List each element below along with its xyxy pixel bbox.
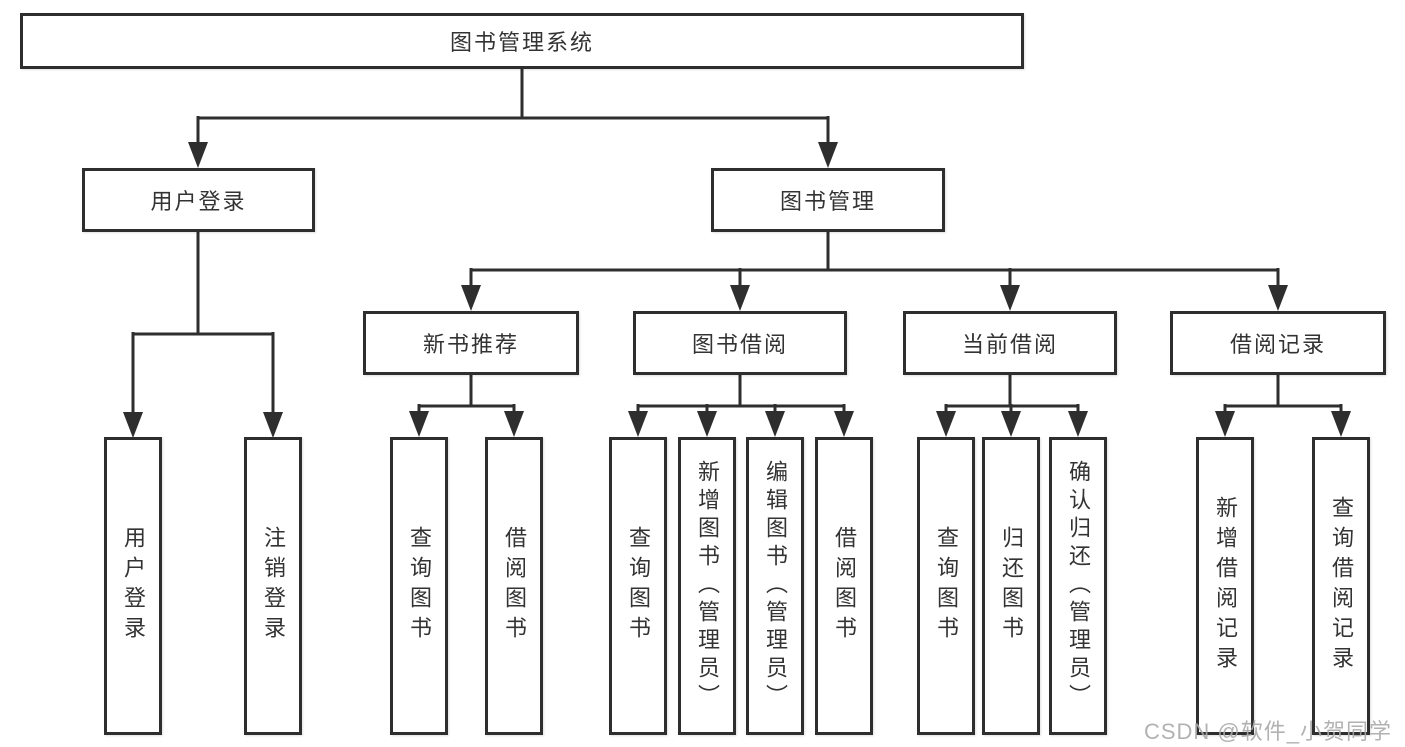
leaf-user-login: 用户登录 xyxy=(104,437,162,735)
leaf-borrow-books-label: 借阅图书 xyxy=(832,526,857,646)
node-root: 图书管理系统 xyxy=(20,13,1024,69)
leaf-borrow-books: 借阅图书 xyxy=(815,437,873,735)
leaf-return-books: 归还图书 xyxy=(982,437,1040,735)
node-book-borrowing-label: 图书借阅 xyxy=(691,332,788,357)
node-book-borrowing: 图书借阅 xyxy=(633,311,847,375)
leaf-recommend-borrow-books: 借阅图书 xyxy=(485,437,543,735)
leaf-logout: 注销登录 xyxy=(244,437,302,735)
leaf-return-books-label: 归还图书 xyxy=(999,526,1024,646)
leaf-recommend-query-books: 查询图书 xyxy=(390,437,448,735)
node-new-book-recommend-label: 新书推荐 xyxy=(422,332,519,357)
node-new-book-recommend: 新书推荐 xyxy=(363,311,579,375)
node-borrowing-records-label: 借阅记录 xyxy=(1229,332,1326,357)
node-current-borrowing: 当前借阅 xyxy=(903,311,1117,375)
node-book-management-label: 图书管理 xyxy=(779,189,876,214)
leaf-add-books-admin-label: 新增图书（管理员） xyxy=(695,460,720,712)
leaf-current-query-books: 查询图书 xyxy=(917,437,975,735)
node-user-login: 用户登录 xyxy=(82,168,315,232)
leaf-edit-books-admin-label: 编辑图书（管理员） xyxy=(763,460,788,712)
leaf-confirm-return-admin-label: 确认归还（管理员） xyxy=(1066,460,1091,712)
leaf-edit-books-admin: 编辑图书（管理员） xyxy=(746,437,804,735)
leaf-query-borrow-record: 查询借阅记录 xyxy=(1312,437,1370,735)
leaf-add-borrow-record: 新增借阅记录 xyxy=(1196,437,1254,735)
node-borrowing-records: 借阅记录 xyxy=(1170,311,1386,375)
leaf-confirm-return-admin: 确认归还（管理员） xyxy=(1049,437,1107,735)
node-book-management: 图书管理 xyxy=(711,168,945,232)
leaf-query-borrow-record-label: 查询借阅记录 xyxy=(1329,496,1354,676)
leaf-recommend-borrow-books-label: 借阅图书 xyxy=(502,526,527,646)
node-root-label: 图书管理系统 xyxy=(449,30,594,55)
leaf-add-books-admin: 新增图书（管理员） xyxy=(678,437,736,735)
leaf-add-borrow-record-label: 新增借阅记录 xyxy=(1213,496,1238,676)
leaf-logout-label: 注销登录 xyxy=(261,526,286,646)
leaf-user-login-label: 用户登录 xyxy=(121,526,146,646)
watermark: CSDN @软件_小贺同学 xyxy=(1143,719,1392,744)
leaf-borrowing-query-books: 查询图书 xyxy=(609,437,667,735)
leaf-recommend-query-books-label: 查询图书 xyxy=(407,526,432,646)
leaf-borrowing-query-books-label: 查询图书 xyxy=(626,526,651,646)
node-current-borrowing-label: 当前借阅 xyxy=(961,332,1058,357)
node-user-login-label: 用户登录 xyxy=(150,189,247,214)
leaf-current-query-books-label: 查询图书 xyxy=(934,526,959,646)
